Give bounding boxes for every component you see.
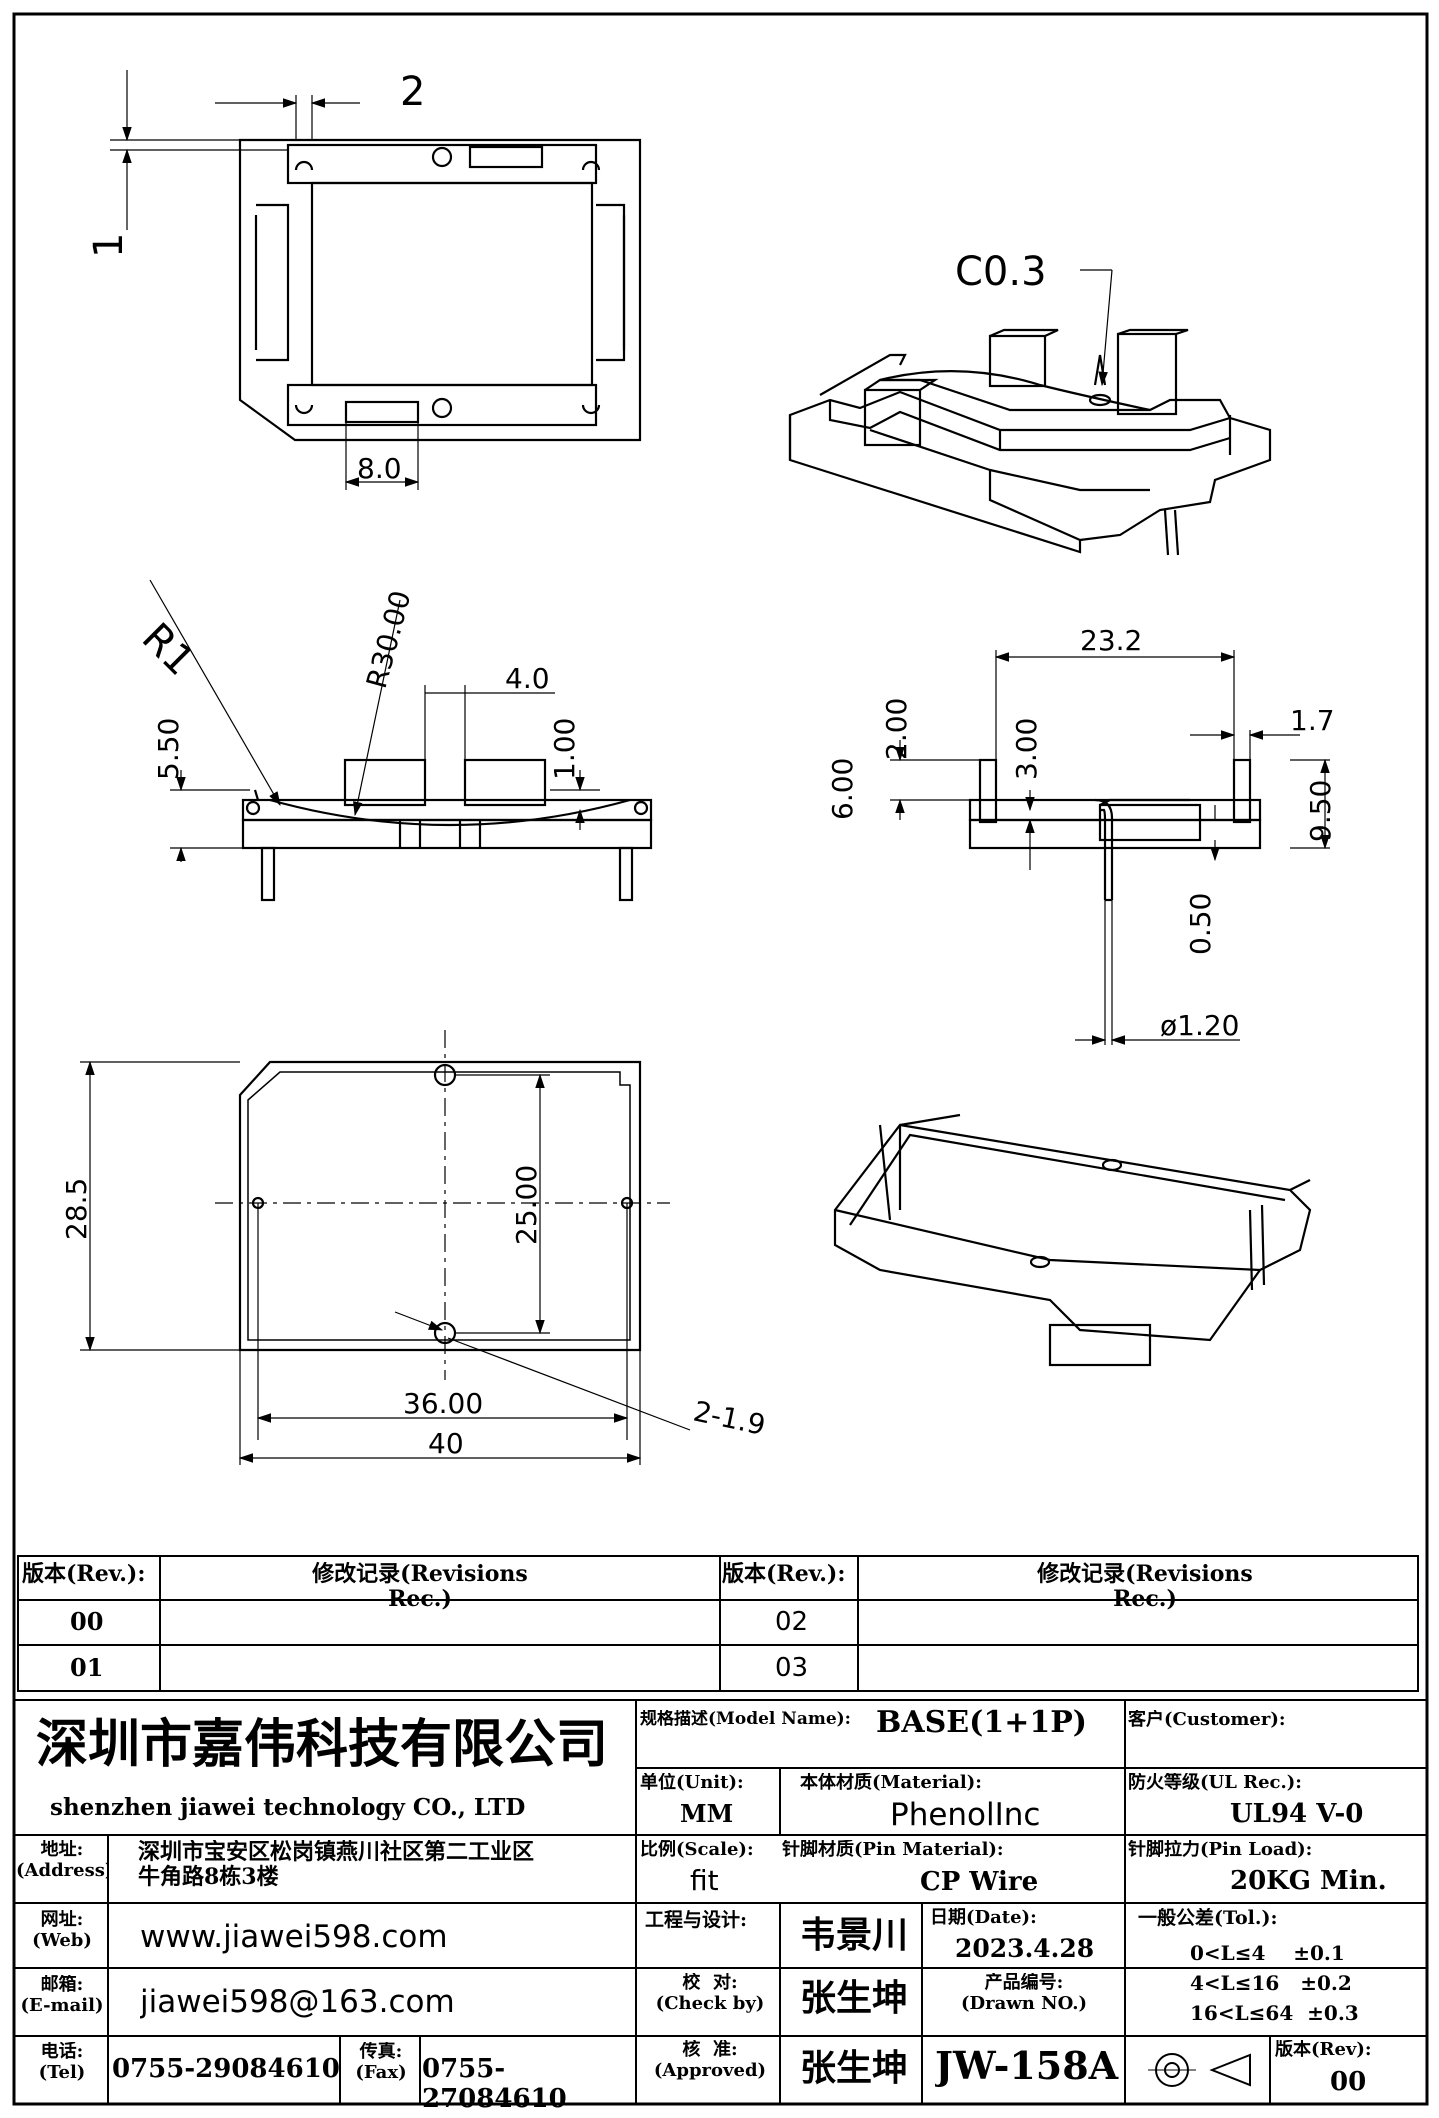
dim-side-r30: R30.00	[360, 587, 418, 692]
web-label: 网址: (Web)	[32, 1910, 92, 1951]
ul-value: UL94 V-0	[1230, 1800, 1364, 1829]
rev-value: 00	[1330, 2068, 1367, 2097]
check-value: 张生坤	[800, 1978, 909, 2019]
dim-bot-h285: 28.5	[60, 1178, 93, 1240]
date-label: 日期(Date):	[930, 1908, 1037, 1928]
unit-label: 单位(Unit):	[640, 1773, 744, 1793]
drawn-no-value: JW-158A	[935, 2044, 1119, 2088]
rec-header-b: 修改记录(Revisions Rec.)	[1037, 1562, 1253, 1613]
material-label: 本体材质(Material):	[800, 1773, 982, 1793]
dim-side-r1: R1	[133, 615, 203, 685]
dim-side-w4: 4.0	[505, 662, 550, 695]
dim-end-h950: 9.50	[1304, 780, 1337, 842]
model-value: BASE(1+1P)	[876, 1706, 1087, 1740]
pin-material-value: CP Wire	[920, 1868, 1039, 1897]
dim-end-dia: ø1.20	[1160, 1009, 1239, 1042]
dim-end-h050: 0.50	[1184, 893, 1217, 955]
rev-label: 版本(Rev):	[1275, 2040, 1372, 2060]
dim-top-slot: 8.0	[357, 452, 402, 485]
dim-bot-w40: 40	[428, 1427, 464, 1460]
scale-value: fit	[690, 1865, 719, 1897]
bottom-view	[80, 1030, 691, 1465]
drawn-label: 产品编号: (Drawn NO.)	[961, 1973, 1087, 2014]
date-value: 2023.4.28	[955, 1935, 1095, 1963]
side-view	[149, 579, 653, 902]
end-view	[890, 650, 1330, 1045]
tol-line-1: 4<L≤16 ±0.2	[1190, 1972, 1352, 1995]
dim-bot-holes: 2-1.9	[691, 1395, 769, 1442]
rev-header-b: 版本(Rev.):	[722, 1562, 846, 1587]
top-view	[110, 70, 642, 490]
pin-load-label: 针脚拉力(Pin Load):	[1128, 1840, 1313, 1860]
projection-symbol	[1148, 2053, 1251, 2087]
model-label: 规格描述(Model Name):	[640, 1710, 851, 1729]
customer-label: 客户(Customer):	[1128, 1710, 1286, 1730]
fax-label: 传真: (Fax)	[355, 2042, 407, 2083]
fax-value: 0755-27084610	[422, 2055, 567, 2114]
dim-end-h200: 2.00	[880, 698, 913, 760]
design-label: 工程与设计:	[645, 1910, 748, 1931]
dim-end-w232: 23.2	[1080, 624, 1142, 657]
rev-header-a: 版本(Rev.):	[22, 1562, 146, 1587]
tol-line-2: 16<L≤64 ±0.3	[1190, 2002, 1359, 2025]
iso-view-bottom	[833, 1113, 1312, 1367]
unit-value: MM	[680, 1800, 734, 1828]
dim-end-h300: 3.00	[1010, 718, 1043, 780]
approved-value: 张生坤	[800, 2048, 909, 2089]
dim-top-gap: 2	[400, 69, 425, 115]
tel-label: 电话: (Tel)	[38, 2042, 86, 2083]
company-name-en: shenzhen jiawei technology CO., LTD	[50, 1795, 526, 1821]
email-label: 邮箱: (E-mail)	[20, 1975, 104, 2016]
design-value: 韦景川	[800, 1915, 909, 1956]
address-value: 深圳市宝安区松岗镇燕川社区第二工业区 牛角路8栋3楼	[138, 1840, 535, 1891]
revision-table-grid	[17, 1555, 1419, 1692]
rec-header-a: 修改记录(Revisions Rec.)	[312, 1562, 528, 1613]
rev-row-1-b: 03	[775, 1654, 809, 1683]
check-label: 校 对: (Check by)	[655, 1973, 765, 2014]
dim-chamfer: C0.3	[955, 249, 1047, 295]
dim-side-h550: 5.50	[152, 718, 185, 780]
pin-load-value: 20KG Min.	[1230, 1867, 1387, 1896]
material-value: PhenolInc	[890, 1798, 1041, 1833]
tol-label: 一般公差(Tol.):	[1138, 1908, 1278, 1929]
web-value: www.jiawei598.com	[140, 1920, 448, 1955]
dim-bot-h2500: 25.00	[510, 1165, 543, 1245]
dim-side-h100: 1.00	[548, 718, 581, 780]
ul-label: 防火等级(UL Rec.):	[1128, 1773, 1302, 1793]
dim-top-side: 1	[86, 233, 132, 258]
rev-row-0-a: 00	[70, 1608, 104, 1636]
dimension-labels: 2 1 8.0 C0.3 R1 R30.00 4.0 5.50 1.00 23.…	[60, 69, 1337, 1460]
approved-label: 核 准: (Approved)	[653, 2040, 767, 2081]
dim-end-w17: 1.7	[1290, 704, 1335, 737]
pin-material-label: 针脚材质(Pin Material):	[782, 1840, 1004, 1860]
dim-bot-w3600: 36.00	[403, 1387, 483, 1420]
tel-value: 0755-29084610	[112, 2055, 340, 2084]
title-block-grid	[13, 1699, 1428, 2105]
iso-view-top	[788, 269, 1272, 556]
scale-label: 比例(Scale):	[640, 1840, 754, 1860]
company-name-cn: 深圳市嘉伟科技有限公司	[36, 1716, 609, 1775]
email-value: jiawei598@163.com	[140, 1985, 455, 2020]
address-label: 地址: (Address)	[16, 1840, 108, 1881]
rev-row-1-a: 01	[70, 1654, 104, 1682]
rev-row-0-b: 02	[775, 1608, 809, 1637]
dim-end-h600: 6.00	[826, 758, 859, 820]
tol-line-0: 0<L≤4 ±0.1	[1190, 1942, 1345, 1965]
